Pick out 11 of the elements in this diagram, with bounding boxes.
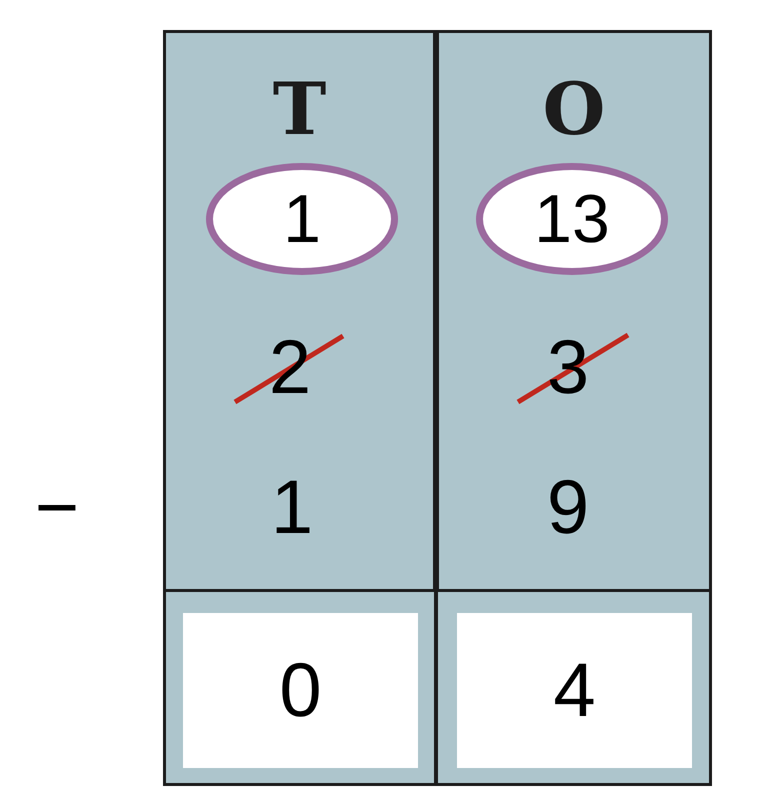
answer-box: 4 bbox=[457, 613, 692, 768]
digit-label: − bbox=[34, 470, 80, 546]
answer-box: 0 bbox=[183, 613, 418, 768]
circled-number: 13 bbox=[476, 163, 668, 275]
column-heading: O bbox=[542, 73, 606, 145]
circled-number: 1 bbox=[206, 163, 398, 275]
digit-label: 9 bbox=[546, 470, 590, 546]
place-value-column bbox=[436, 30, 712, 592]
place-value-column bbox=[163, 30, 436, 592]
column-heading: T bbox=[272, 73, 328, 145]
digit-label: 1 bbox=[270, 470, 314, 546]
